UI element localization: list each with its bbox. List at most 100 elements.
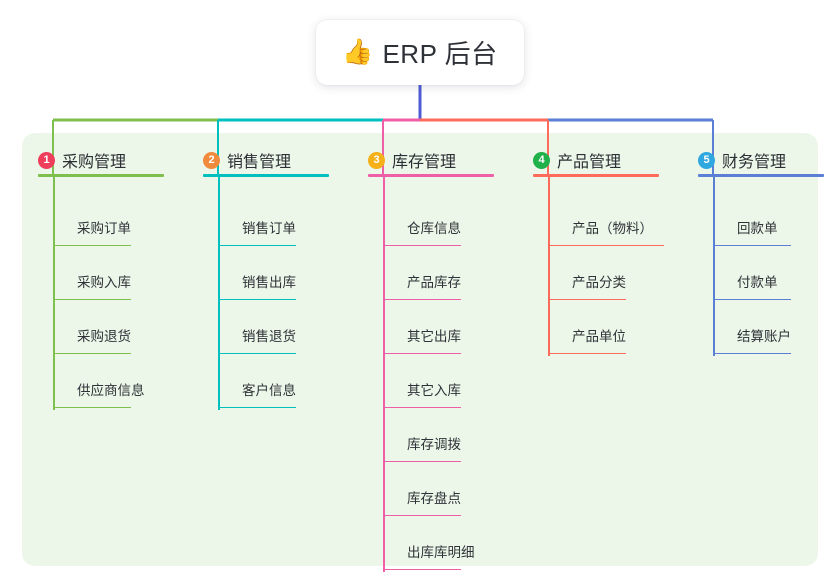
branch-title-label: 产品管理 bbox=[557, 154, 622, 171]
branch-item-label: 付款单 bbox=[737, 275, 778, 290]
branch-column-4: 4 产品管理产品（物料） 产品分类产品单位 bbox=[517, 133, 682, 566]
branch-item-list: 采购订单采购入库采购退货供应商信息 bbox=[22, 192, 187, 408]
branch-item[interactable]: 销售退货 bbox=[218, 300, 352, 354]
branch-item[interactable]: 客户信息 bbox=[218, 354, 352, 408]
branch-item-underline bbox=[548, 298, 626, 300]
branch-item[interactable]: 产品分类 bbox=[548, 246, 682, 300]
branch-number-badge: 5 bbox=[698, 151, 715, 169]
branch-title-label: 采购管理 bbox=[62, 154, 127, 171]
branch-item-underline bbox=[53, 298, 131, 300]
branch-item[interactable]: 仓库信息 bbox=[383, 192, 517, 246]
branch-item[interactable]: 库存调拨 bbox=[383, 408, 517, 462]
branch-item-label: 销售出库 bbox=[242, 275, 296, 290]
branch-item-underline bbox=[548, 352, 626, 354]
branch-item[interactable]: 付款单 bbox=[713, 246, 839, 300]
branch-item-label: 销售订单 bbox=[242, 221, 296, 236]
branch-header-3[interactable]: 3 库存管理 bbox=[352, 146, 517, 174]
branch-number-badge: 3 bbox=[368, 151, 385, 169]
branch-item-underline bbox=[218, 298, 296, 300]
branch-spine bbox=[53, 176, 55, 410]
branch-item-underline bbox=[383, 568, 461, 570]
branch-item-label: 销售退货 bbox=[242, 329, 296, 344]
branch-item[interactable]: 采购入库 bbox=[53, 246, 187, 300]
branch-header-4[interactable]: 4 产品管理 bbox=[517, 146, 682, 174]
branch-item[interactable]: 结算账户 bbox=[713, 300, 839, 354]
branch-header-underline bbox=[38, 174, 164, 177]
branch-spine bbox=[713, 176, 715, 356]
branch-item-underline bbox=[548, 244, 664, 246]
branch-item-label: 其它入库 bbox=[407, 383, 461, 398]
branch-spine bbox=[218, 176, 220, 410]
branch-header-underline bbox=[533, 174, 659, 177]
branch-header-underline bbox=[203, 174, 329, 177]
background-panel bbox=[22, 133, 818, 566]
branch-number-badge: 1 bbox=[38, 151, 55, 169]
branch-item-label: 客户信息 bbox=[242, 383, 296, 398]
branch-item-underline bbox=[218, 352, 296, 354]
branch-item-underline bbox=[713, 298, 791, 300]
branch-header-1[interactable]: 1 采购管理 bbox=[22, 146, 187, 174]
branch-column-3: 3 库存管理仓库信息产品库存其它出库其它入库库存调拨库存盘点出库库明细 bbox=[352, 133, 517, 572]
branch-header-5[interactable]: 5 财务管理 bbox=[682, 146, 839, 174]
branch-item-list: 回款单付款单结算账户 bbox=[682, 192, 839, 354]
branch-item-label: 仓库信息 bbox=[407, 221, 461, 236]
branch-item[interactable]: 销售订单 bbox=[218, 192, 352, 246]
branch-item-underline bbox=[53, 244, 131, 246]
branch-item-label: 产品库存 bbox=[407, 275, 461, 290]
branch-item-label: 采购订单 bbox=[77, 221, 131, 236]
branch-spine bbox=[548, 176, 550, 356]
branch-item-label: 采购退货 bbox=[77, 329, 131, 344]
root-node-title: ERP 后台 bbox=[382, 39, 498, 69]
branch-item-label: 结算账户 bbox=[737, 329, 791, 344]
branch-item[interactable]: 产品（物料） bbox=[548, 192, 682, 246]
branch-column-1: 1 采购管理采购订单采购入库采购退货供应商信息 bbox=[22, 133, 187, 566]
branch-item[interactable]: 产品单位 bbox=[548, 300, 682, 354]
branch-item-label: 产品分类 bbox=[572, 275, 626, 290]
branch-spine bbox=[383, 176, 385, 572]
branch-item-label: 回款单 bbox=[737, 221, 778, 236]
branch-item[interactable]: 采购退货 bbox=[53, 300, 187, 354]
branch-item[interactable]: 供应商信息 bbox=[53, 354, 187, 408]
branch-item-label: 库存盘点 bbox=[407, 491, 461, 506]
branch-title-label: 库存管理 bbox=[392, 154, 457, 171]
branch-item-label: 产品单位 bbox=[572, 329, 626, 344]
branch-item-label: 库存调拨 bbox=[407, 437, 461, 452]
thumbs-up-icon: 👍 bbox=[342, 38, 374, 66]
branch-item-underline bbox=[383, 352, 461, 354]
branch-item-underline bbox=[383, 298, 461, 300]
branch-item[interactable]: 采购订单 bbox=[53, 192, 187, 246]
branch-item-list: 仓库信息产品库存其它出库其它入库库存调拨库存盘点出库库明细 bbox=[352, 192, 517, 570]
branch-item-underline bbox=[383, 244, 461, 246]
branch-item[interactable]: 其它入库 bbox=[383, 354, 517, 408]
branch-item-label: 供应商信息 bbox=[77, 383, 145, 398]
branch-item[interactable]: 出库库明细 bbox=[383, 516, 517, 570]
root-node-card[interactable]: 👍 ERP 后台 bbox=[316, 20, 524, 85]
branch-item-label: 采购入库 bbox=[77, 275, 131, 290]
branch-item[interactable]: 库存盘点 bbox=[383, 462, 517, 516]
branch-item-label: 产品（物料） bbox=[572, 221, 653, 236]
branch-item-underline bbox=[218, 244, 296, 246]
branch-item[interactable]: 回款单 bbox=[713, 192, 839, 246]
branch-header-underline bbox=[698, 174, 824, 177]
branch-item[interactable]: 销售出库 bbox=[218, 246, 352, 300]
branch-item-underline bbox=[53, 352, 131, 354]
branch-number-badge: 4 bbox=[533, 151, 550, 169]
branch-item-underline bbox=[383, 406, 461, 408]
branch-title-label: 财务管理 bbox=[722, 154, 787, 171]
branch-title-label: 销售管理 bbox=[227, 154, 292, 171]
branch-item-label: 其它出库 bbox=[407, 329, 461, 344]
branch-item-list: 销售订单销售出库销售退货客户信息 bbox=[187, 192, 352, 408]
branch-item-label: 出库库明细 bbox=[407, 545, 475, 560]
branch-item-underline bbox=[53, 406, 131, 408]
branch-item-underline bbox=[383, 460, 461, 462]
branch-item-underline bbox=[383, 514, 461, 516]
branch-item[interactable]: 其它出库 bbox=[383, 300, 517, 354]
branch-column-5: 5 财务管理回款单付款单结算账户 bbox=[682, 133, 839, 566]
branch-item-underline bbox=[218, 406, 296, 408]
branch-item-underline bbox=[713, 244, 791, 246]
branch-item[interactable]: 产品库存 bbox=[383, 246, 517, 300]
